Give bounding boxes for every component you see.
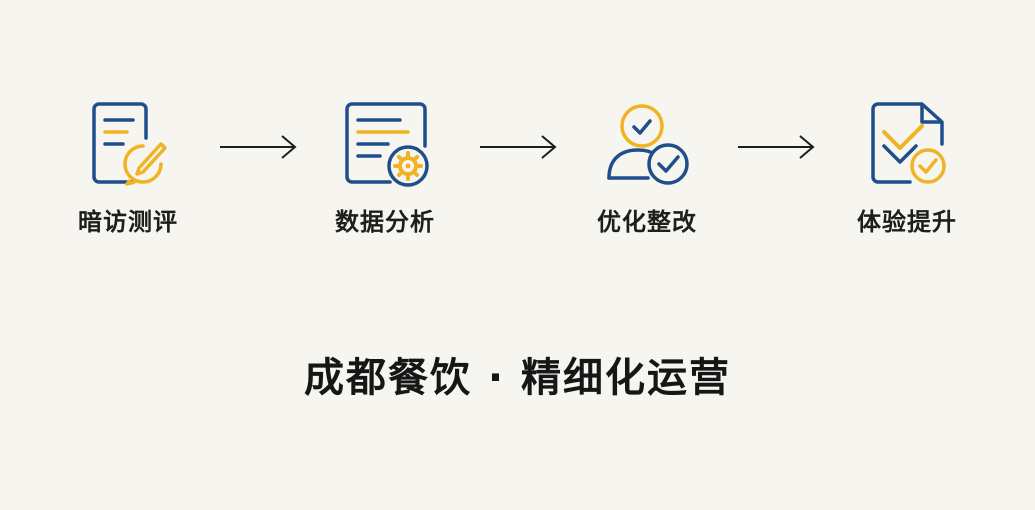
arrow-right-icon (738, 135, 815, 159)
step-data-analysis: 数据分析 (310, 98, 460, 237)
data-settings-icon (345, 102, 429, 187)
step-mystery-audit: 暗访测评 (53, 98, 203, 237)
user-check-icon (607, 104, 689, 185)
tagline: 成都餐饮 · 精细化运营 (303, 355, 732, 401)
step-label: 暗访测评 (78, 208, 178, 236)
document-check-icon (871, 102, 946, 184)
arrow-right-icon (480, 135, 557, 159)
step-optimize-rectify: 优化整改 (572, 98, 722, 237)
step-label: 优化整改 (597, 208, 697, 236)
step-experience-improvement: 体验提升 (832, 98, 982, 237)
step-label: 体验提升 (857, 208, 957, 236)
arrow-right-icon (220, 135, 297, 159)
survey-edit-icon (92, 102, 167, 186)
step-label: 数据分析 (335, 208, 435, 236)
